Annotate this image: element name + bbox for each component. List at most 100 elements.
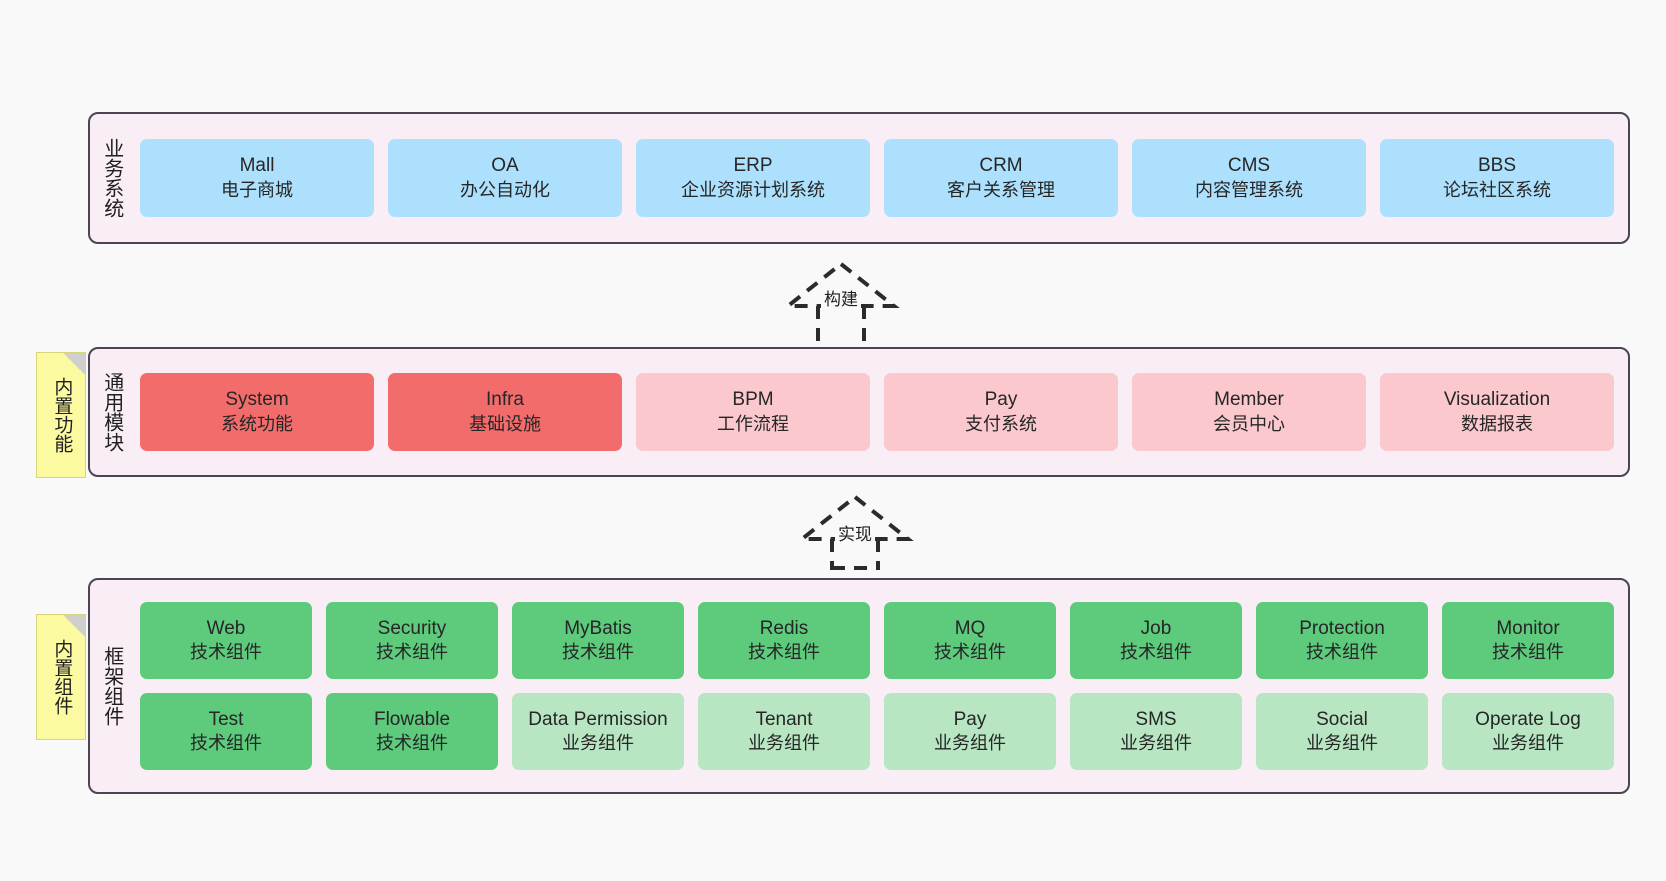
module-box-tenant[interactable]: Tenant 业务组件	[698, 693, 870, 770]
module-box-desc: 内容管理系统	[1195, 179, 1303, 200]
module-box-name: Social	[1316, 708, 1368, 730]
module-box-desc: 业务组件	[748, 733, 820, 754]
module-box-name: MyBatis	[564, 617, 632, 639]
module-box-data-permission[interactable]: Data Permission 业务组件	[512, 693, 684, 770]
module-box-name: Job	[1140, 617, 1172, 639]
module-box-desc: 业务组件	[1492, 733, 1564, 754]
module-box-name: Protection	[1299, 617, 1385, 639]
connector-implement-label: 实现	[835, 520, 875, 545]
module-box-desc: 数据报表	[1461, 413, 1533, 434]
module-box-desc: 技术组件	[934, 642, 1006, 663]
module-box-desc: 支付系统	[965, 413, 1037, 434]
module-box-desc: 技术组件	[1120, 642, 1192, 663]
module-box-name: Monitor	[1496, 617, 1560, 639]
module-box-desc: 系统功能	[221, 413, 293, 434]
module-box-redis[interactable]: Redis 技术组件	[698, 602, 870, 679]
connector-build-label: 构建	[821, 285, 861, 310]
module-box-desc: 客户关系管理	[947, 179, 1055, 200]
module-box-sms[interactable]: SMS 业务组件	[1070, 693, 1242, 770]
module-box-web[interactable]: Web 技术组件	[140, 602, 312, 679]
module-box-name: Redis	[759, 617, 809, 639]
module-box-social[interactable]: Social 业务组件	[1256, 693, 1428, 770]
note-builtin-components: 内置组件	[36, 614, 86, 740]
module-box-name: Tenant	[755, 708, 813, 730]
module-box-desc: 技术组件	[748, 642, 820, 663]
module-box-desc: 技术组件	[190, 642, 262, 663]
module-box-test[interactable]: Test 技术组件	[140, 693, 312, 770]
module-box-desc: 基础设施	[469, 413, 541, 434]
business-layer-title: 业务系统	[100, 138, 123, 218]
module-box-name: Data Permission	[528, 708, 668, 730]
module-box-desc: 业务组件	[1306, 733, 1378, 754]
connector-build: 构建	[756, 258, 926, 358]
module-box-desc: 业务组件	[1120, 733, 1192, 754]
module-box-desc: 论坛社区系统	[1443, 179, 1551, 200]
module-layer-title: 通用模块	[100, 372, 123, 452]
module-box-monitor[interactable]: Monitor 技术组件	[1442, 602, 1614, 679]
module-box-name: ERP	[733, 155, 773, 177]
module-box-name: SMS	[1135, 708, 1177, 730]
module-box-mq[interactable]: MQ 技术组件	[884, 602, 1056, 679]
module-box-name: Pay	[953, 708, 987, 730]
module-box-desc: 工作流程	[717, 413, 789, 434]
module-box-name: OA	[491, 155, 519, 177]
module-box-name: System	[225, 389, 289, 411]
note-builtin-components-label: 内置组件	[51, 639, 73, 715]
module-box-name: CMS	[1227, 155, 1271, 177]
module-box-desc: 电子商城	[221, 179, 293, 200]
module-box-name: CRM	[979, 155, 1023, 177]
module-box-name: Flowable	[373, 708, 451, 730]
module-box-name: Web	[206, 617, 246, 639]
module-box-name: Security	[377, 617, 447, 639]
module-box-protection[interactable]: Protection 技术组件	[1256, 602, 1428, 679]
module-box-desc: 技术组件	[190, 733, 262, 754]
module-box-name: Test	[208, 708, 244, 730]
module-box-name: Member	[1214, 389, 1284, 411]
module-box-flowable[interactable]: Flowable 技术组件	[326, 693, 498, 770]
module-box-name: MQ	[954, 617, 986, 639]
module-box-name: BBS	[1477, 155, 1517, 177]
module-box-desc: 技术组件	[1306, 642, 1378, 663]
note-builtin-functions-label: 内置功能	[51, 377, 73, 453]
module-box-desc: 业务组件	[934, 733, 1006, 754]
module-box-name: Visualization	[1443, 389, 1551, 411]
module-box-name: Operate Log	[1475, 708, 1581, 730]
module-box-desc: 技术组件	[376, 733, 448, 754]
module-box-name: Infra	[485, 389, 525, 411]
module-box-desc: 技术组件	[1492, 642, 1564, 663]
note-builtin-functions: 内置功能	[36, 352, 86, 478]
module-box-desc: 企业资源计划系统	[681, 179, 825, 200]
connector-implement: 实现	[770, 491, 940, 591]
module-box-desc: 会员中心	[1213, 413, 1285, 434]
module-box-operate-log[interactable]: Operate Log 业务组件	[1442, 693, 1614, 770]
note-fold-corner	[63, 615, 85, 637]
framework-layer-title: 框架组件	[100, 646, 123, 726]
module-box-pay[interactable]: Pay 业务组件	[884, 693, 1056, 770]
module-box-job[interactable]: Job 技术组件	[1070, 602, 1242, 679]
module-box-desc: 业务组件	[562, 733, 634, 754]
module-box-name: BPM	[732, 389, 774, 411]
